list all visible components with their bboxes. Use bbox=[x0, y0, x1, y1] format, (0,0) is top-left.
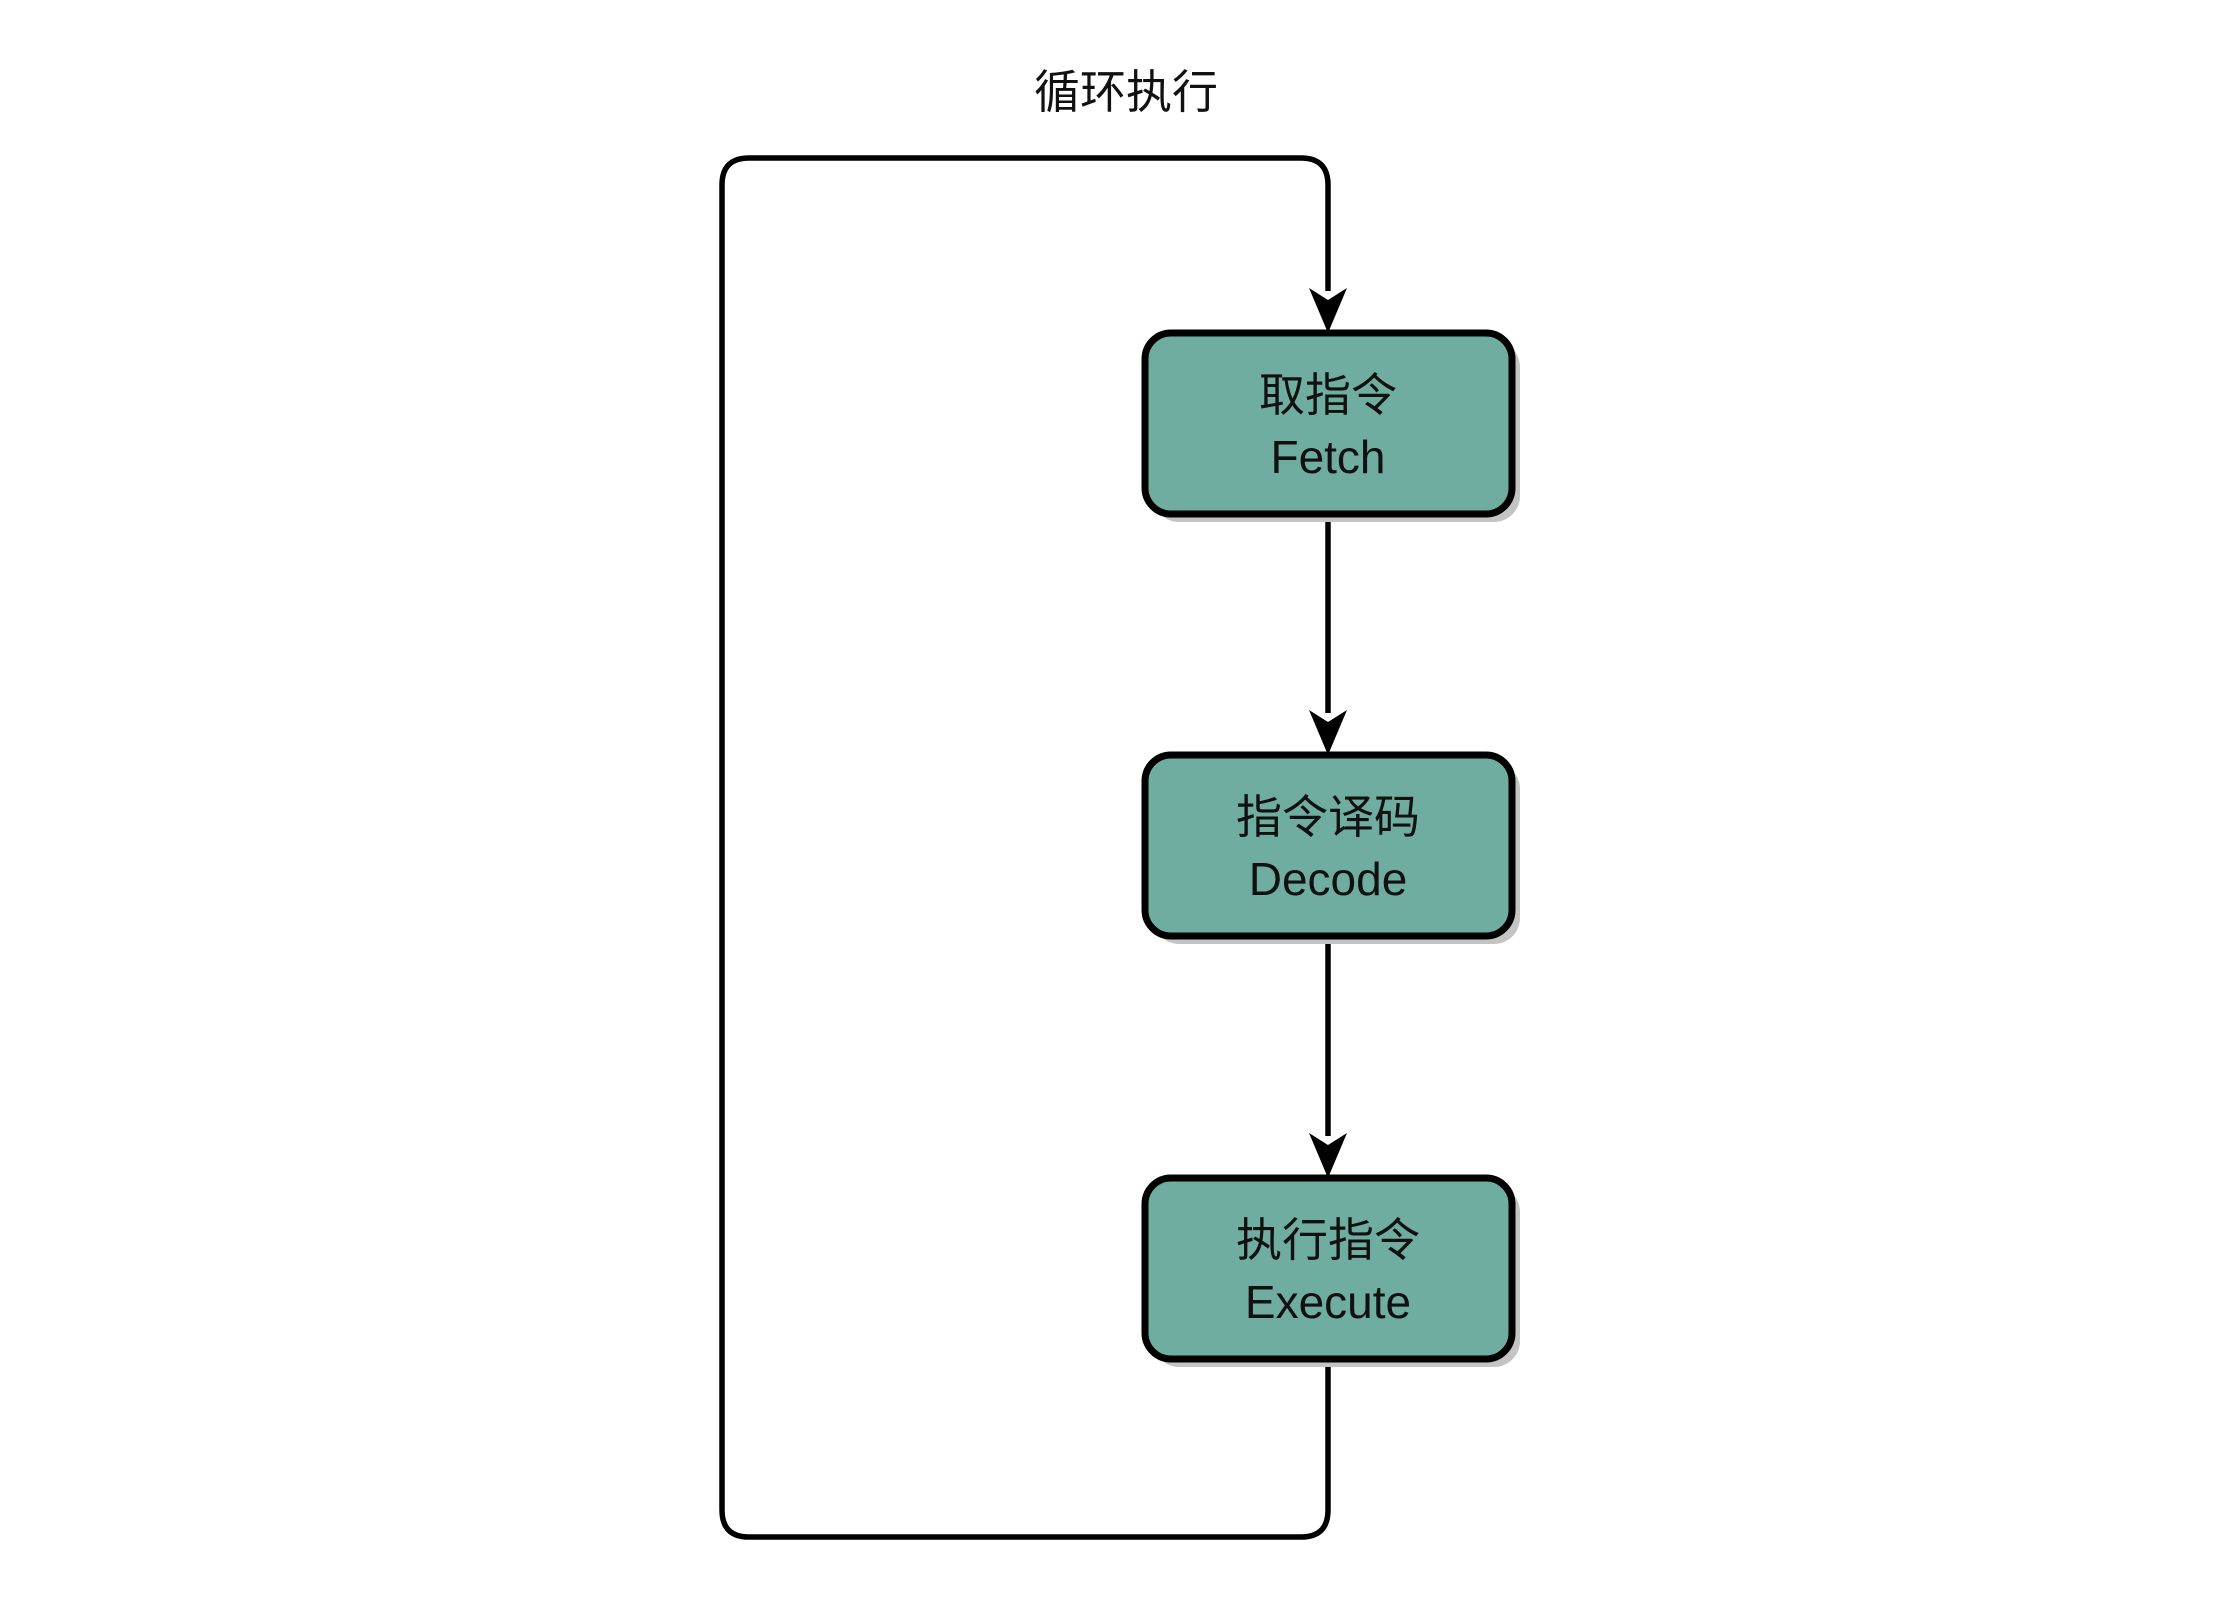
node-decode-label-en: Decode bbox=[1249, 853, 1408, 905]
node-execute[interactable]: 执行指令 Execute bbox=[1141, 1174, 1520, 1367]
decode-to-execute-arrowhead bbox=[1309, 1133, 1347, 1178]
node-execute-label-en: Execute bbox=[1245, 1276, 1411, 1328]
node-fetch-label-cn: 取指令 bbox=[1259, 369, 1397, 421]
node-fetch-label-en: Fetch bbox=[1270, 431, 1385, 483]
loop-return-line bbox=[719, 155, 1331, 1540]
edge-loop-return-to-fetch bbox=[719, 155, 1347, 1540]
fetch-to-decode-arrowhead bbox=[1309, 710, 1347, 755]
loop-title-label: 循环执行 bbox=[1034, 66, 1218, 118]
node-fetch-box[interactable] bbox=[1141, 329, 1516, 518]
node-decode[interactable]: 指令译码 Decode bbox=[1141, 751, 1520, 944]
node-fetch[interactable]: 取指令 Fetch bbox=[1141, 329, 1520, 522]
edge-fetch-to-decode bbox=[1309, 515, 1347, 755]
node-execute-label-cn: 执行指令 bbox=[1236, 1214, 1420, 1266]
node-decode-box[interactable] bbox=[1141, 751, 1516, 940]
edge-decode-to-execute bbox=[1309, 937, 1347, 1178]
loop-return-arrowhead bbox=[1309, 288, 1347, 333]
node-execute-box[interactable] bbox=[1141, 1174, 1516, 1363]
node-decode-label-cn: 指令译码 bbox=[1236, 791, 1420, 843]
